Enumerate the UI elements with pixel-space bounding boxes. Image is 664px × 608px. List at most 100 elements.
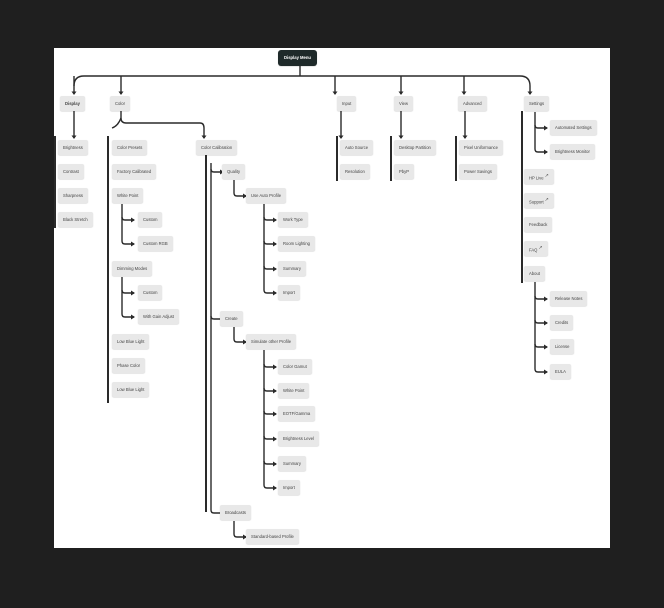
connector-lines bbox=[71, 66, 548, 540]
node-pixel-uniformance[interactable]: Pixel Uniformance bbox=[459, 140, 503, 155]
node-white-point[interactable]: White Point bbox=[112, 188, 144, 203]
simulate-branch-arrow bbox=[273, 436, 277, 442]
create-branch bbox=[233, 338, 246, 343]
node-contrast[interactable]: Contrast bbox=[58, 164, 84, 179]
node-low-blue-light[interactable]: Low Blue Light bbox=[112, 334, 150, 349]
white-point-branch bbox=[121, 216, 134, 221]
child-arrow bbox=[462, 135, 468, 139]
node-brightness-monitor[interactable]: Brightness Monitor bbox=[550, 144, 595, 159]
node-custom-rgb[interactable]: Custom RGB bbox=[138, 236, 173, 251]
node-brightness[interactable]: Brightness bbox=[58, 140, 88, 155]
node-black-stretch[interactable]: Black Stretch bbox=[58, 212, 93, 227]
node-color-calibration[interactable]: Color Calibration bbox=[196, 140, 238, 155]
child-arrow bbox=[398, 135, 404, 139]
about-branch-arrow bbox=[544, 296, 548, 302]
node-phase-color[interactable]: Phase Color bbox=[112, 358, 146, 373]
node-quality[interactable]: Quality bbox=[222, 164, 246, 179]
settings-children-bar bbox=[521, 111, 523, 283]
color-child-connector bbox=[111, 117, 122, 129]
node-eula[interactable]: EULA bbox=[550, 364, 571, 379]
node-automated-settings[interactable]: Automated Settings bbox=[550, 120, 597, 135]
advanced-children-bar bbox=[455, 136, 457, 181]
node-with-gain-adjust[interactable]: With Gain Adjust bbox=[138, 309, 179, 324]
child-arrow bbox=[71, 135, 77, 139]
dimming-branch bbox=[121, 313, 134, 318]
auto-profile-branch-arrow bbox=[273, 217, 277, 223]
node-color-presets[interactable]: Color Presets bbox=[112, 140, 148, 155]
node-license[interactable]: License bbox=[550, 339, 575, 354]
node-display[interactable]: Display bbox=[60, 96, 85, 111]
node-input[interactable]: Input bbox=[337, 96, 357, 111]
node-power-savings[interactable]: Power Savings bbox=[459, 164, 497, 179]
node-create-summary[interactable]: Summary bbox=[278, 456, 306, 471]
node-eotf-gamma[interactable]: EOTF/Gamma bbox=[278, 406, 316, 421]
node-credits[interactable]: Credits bbox=[550, 315, 574, 330]
node-root[interactable]: Display Menu bbox=[278, 50, 317, 66]
simulate-branch bbox=[263, 387, 276, 392]
node-pbyp[interactable]: PbyP bbox=[394, 164, 415, 179]
branch-arrow bbox=[118, 91, 124, 95]
view-children-bar bbox=[390, 136, 392, 181]
simulate-branch bbox=[263, 460, 276, 465]
settings-top-branch-arrow bbox=[544, 149, 548, 155]
node-color[interactable]: Color bbox=[110, 96, 131, 111]
node-quality-import[interactable]: Import bbox=[278, 285, 300, 300]
branch-arrow bbox=[527, 91, 533, 95]
node-brightness-level[interactable]: Brightness Level bbox=[278, 431, 319, 446]
about-branch-arrow bbox=[544, 369, 548, 375]
settings-top-branch-arrow bbox=[544, 125, 548, 131]
node-use-auto-profile[interactable]: Use Auto Profile bbox=[246, 188, 287, 203]
node-create[interactable]: Create bbox=[220, 311, 243, 326]
dimming-branch-arrow bbox=[131, 314, 135, 320]
node-factory-calibrated[interactable]: Factory Calibrated bbox=[112, 164, 157, 179]
node-dimming-custom[interactable]: Custom bbox=[138, 285, 163, 300]
node-view[interactable]: View bbox=[394, 96, 414, 111]
about-branch bbox=[534, 368, 547, 373]
node-faq[interactable]: FAQ↗ bbox=[524, 241, 548, 256]
dimming-branch-arrow bbox=[131, 290, 135, 296]
about-branch bbox=[534, 295, 547, 300]
node-quality-summary[interactable]: Summary bbox=[278, 261, 306, 276]
simulate-branch-arrow bbox=[273, 364, 277, 370]
node-settings[interactable]: Settings bbox=[524, 96, 550, 111]
node-sharpness[interactable]: Sharpness bbox=[58, 188, 89, 203]
node-low-blue-light-2[interactable]: Low Blue Light bbox=[112, 382, 150, 397]
child-arrow bbox=[201, 135, 207, 139]
color-children-bar bbox=[107, 136, 109, 403]
simulate-branch-arrow bbox=[273, 388, 277, 394]
auto-profile-branch bbox=[263, 240, 276, 245]
auto-profile-branch bbox=[263, 289, 276, 294]
node-work-type[interactable]: Work Type bbox=[278, 212, 308, 227]
simulate-branch bbox=[263, 410, 276, 415]
white-point-branch-arrow bbox=[131, 217, 135, 223]
node-simulate-other-profile[interactable]: Simulate other Profile bbox=[246, 334, 297, 349]
node-auto-source[interactable]: Auto Source bbox=[340, 140, 374, 155]
branch-arrow bbox=[332, 91, 338, 95]
node-support[interactable]: Support↗ bbox=[524, 193, 554, 208]
calibration-branch bbox=[210, 315, 223, 320]
node-about[interactable]: About bbox=[524, 266, 545, 281]
node-create-white-point[interactable]: White Point bbox=[278, 383, 310, 398]
node-create-import[interactable]: Import bbox=[278, 480, 300, 495]
dimming-branch bbox=[121, 289, 134, 294]
node-desktop-partition[interactable]: Desktop Partition bbox=[394, 140, 436, 155]
node-broadcasts[interactable]: Broadcasts bbox=[220, 505, 251, 520]
node-release-notes[interactable]: Release Notes bbox=[550, 291, 588, 306]
node-hp-live[interactable]: HP Live↗ bbox=[524, 169, 554, 184]
node-dimming-modes[interactable]: Dimming Modes bbox=[112, 261, 153, 276]
node-color-gamut[interactable]: Color Gamut bbox=[278, 359, 312, 374]
top-bus bbox=[73, 75, 531, 87]
node-feedback[interactable]: Feedback bbox=[524, 217, 553, 232]
node-advanced[interactable]: Advanced bbox=[458, 96, 487, 111]
node-standard-based-profile[interactable]: Standard-based Profile bbox=[246, 529, 299, 544]
input-children-bar bbox=[336, 136, 338, 181]
about-branch-arrow bbox=[544, 344, 548, 350]
quality-branch bbox=[233, 192, 246, 197]
node-room-lighting[interactable]: Room Lighting bbox=[278, 236, 316, 251]
branch-arrow bbox=[398, 91, 404, 95]
child-arrow bbox=[338, 135, 344, 139]
node-white-point-custom[interactable]: Custom bbox=[138, 212, 163, 227]
broadcasts-branch bbox=[233, 533, 246, 538]
simulate-branch bbox=[263, 484, 276, 489]
node-resolution[interactable]: Resolution bbox=[340, 164, 370, 179]
